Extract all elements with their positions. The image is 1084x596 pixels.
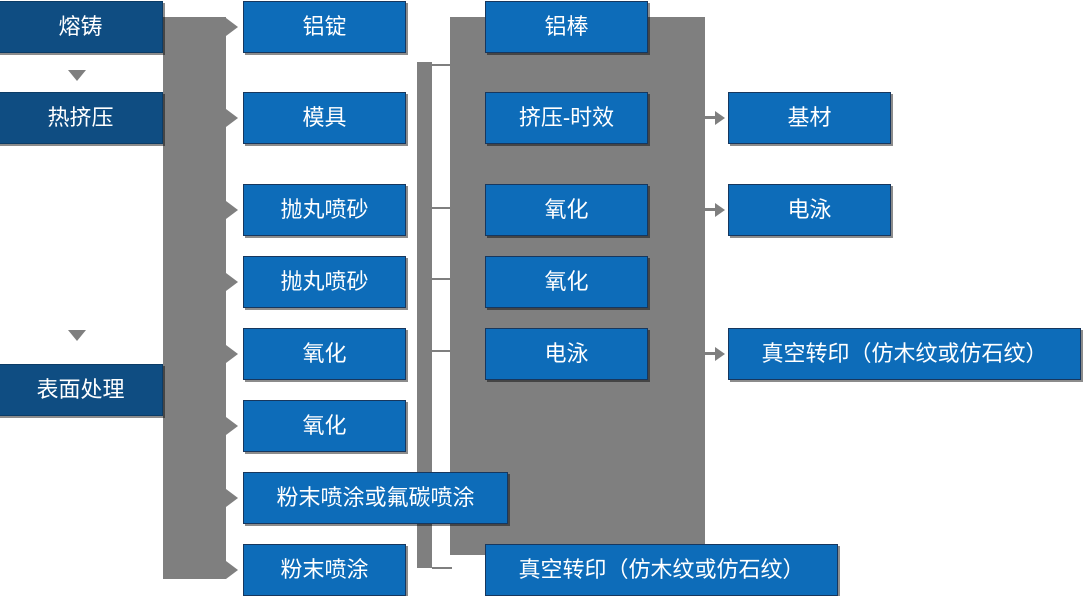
arrow-to-luding bbox=[226, 18, 238, 36]
arrow-to-paowan-1 bbox=[226, 201, 238, 219]
node-muju[interactable]: 模具 bbox=[243, 92, 406, 144]
arrow-shaft-to-jicai bbox=[705, 116, 717, 119]
node-paowan-2[interactable]: 抛丸喷砂 bbox=[243, 256, 406, 308]
arrow-shaft-to-zhenkong-1 bbox=[705, 352, 717, 355]
connector-bar-process-side-gap bbox=[417, 528, 432, 568]
node-yanghua-3-label: 氧化 bbox=[544, 196, 589, 222]
node-rejiya-label: 热挤压 bbox=[47, 104, 114, 130]
node-yanghua-2[interactable]: 氧化 bbox=[243, 400, 406, 452]
node-fenmo-label: 粉末喷涂 bbox=[280, 556, 369, 582]
node-jicai-label: 基材 bbox=[787, 104, 832, 130]
node-biaomianchuli[interactable]: 表面处理 bbox=[0, 364, 163, 416]
connector-stub-biaomianchuli bbox=[163, 386, 183, 389]
node-dianyong-2-label: 电泳 bbox=[787, 196, 832, 222]
node-fenmo-huotan[interactable]: 粉末喷涂或氟碳喷涂 bbox=[243, 472, 508, 524]
node-yanghua-1-label: 氧化 bbox=[302, 340, 347, 366]
connector-bar-stage-to-process bbox=[163, 17, 226, 579]
node-zhenkong-2-label: 真空转印（仿木纹或仿石纹） bbox=[518, 556, 805, 582]
node-rongzhu[interactable]: 熔铸 bbox=[0, 1, 163, 53]
down-arrow-rongzhu-to-rejiya bbox=[68, 70, 86, 81]
down-arrow-rejiya-to-biaomian bbox=[68, 330, 86, 341]
node-rejiya[interactable]: 热挤压 bbox=[0, 92, 163, 144]
node-rongzhu-label: 熔铸 bbox=[58, 13, 103, 39]
node-fenmo-huotan-label: 粉末喷涂或氟碳喷涂 bbox=[276, 484, 475, 510]
node-dianyong-1[interactable]: 电泳 bbox=[485, 328, 648, 380]
link-process-to-treatment-3 bbox=[432, 278, 452, 280]
node-paowan-1-label: 抛丸喷砂 bbox=[280, 196, 369, 222]
node-paowan-1[interactable]: 抛丸喷砂 bbox=[243, 184, 406, 236]
node-zhenkong-2[interactable]: 真空转印（仿木纹或仿石纹） bbox=[485, 544, 838, 596]
node-paowan-2-label: 抛丸喷砂 bbox=[280, 268, 369, 294]
arrow-to-muju bbox=[226, 109, 238, 127]
arrow-to-yanghua-1 bbox=[226, 345, 238, 363]
link-process-to-treatment-5 bbox=[432, 567, 452, 569]
arrow-tip-to-dianyong-2 bbox=[715, 203, 725, 217]
node-zhenkong-1[interactable]: 真空转印（仿木纹或仿石纹） bbox=[728, 328, 1081, 380]
node-biaomianchuli-label: 表面处理 bbox=[36, 376, 125, 402]
node-lubang-label: 铝棒 bbox=[544, 13, 589, 39]
link-process-to-treatment-4 bbox=[432, 350, 452, 352]
node-yanghua-3[interactable]: 氧化 bbox=[485, 184, 648, 236]
arrow-to-fenmo bbox=[226, 561, 238, 579]
node-jiya-shixiao-label: 挤压-时效 bbox=[518, 104, 615, 130]
node-fenmo[interactable]: 粉末喷涂 bbox=[243, 544, 406, 596]
node-jicai[interactable]: 基材 bbox=[728, 92, 891, 144]
arrow-to-paowan-2 bbox=[226, 273, 238, 291]
node-zhenkong-1-label: 真空转印（仿木纹或仿石纹） bbox=[761, 340, 1048, 366]
node-yanghua-4[interactable]: 氧化 bbox=[485, 256, 648, 308]
node-dianyong-2[interactable]: 电泳 bbox=[728, 184, 891, 236]
node-luding[interactable]: 铝锭 bbox=[243, 1, 406, 53]
arrow-shaft-to-dianyong-2 bbox=[705, 208, 717, 211]
node-luding-label: 铝锭 bbox=[302, 13, 347, 39]
node-muju-label: 模具 bbox=[302, 104, 347, 130]
node-dianyong-1-label: 电泳 bbox=[544, 340, 589, 366]
link-process-to-treatment-1 bbox=[432, 64, 452, 66]
arrow-tip-to-jicai bbox=[715, 111, 725, 125]
node-yanghua-2-label: 氧化 bbox=[302, 412, 347, 438]
arrow-to-fenmo-huotan bbox=[226, 489, 238, 507]
node-lubang[interactable]: 铝棒 bbox=[485, 1, 648, 53]
node-jiya-shixiao[interactable]: 挤压-时效 bbox=[485, 92, 648, 144]
node-yanghua-4-label: 氧化 bbox=[544, 268, 589, 294]
link-process-to-treatment-2 bbox=[432, 207, 452, 209]
arrow-tip-to-zhenkong-1 bbox=[715, 347, 725, 361]
node-yanghua-1[interactable]: 氧化 bbox=[243, 328, 406, 380]
arrow-to-yanghua-2 bbox=[226, 417, 238, 435]
connector-bar-process-side bbox=[417, 62, 432, 568]
